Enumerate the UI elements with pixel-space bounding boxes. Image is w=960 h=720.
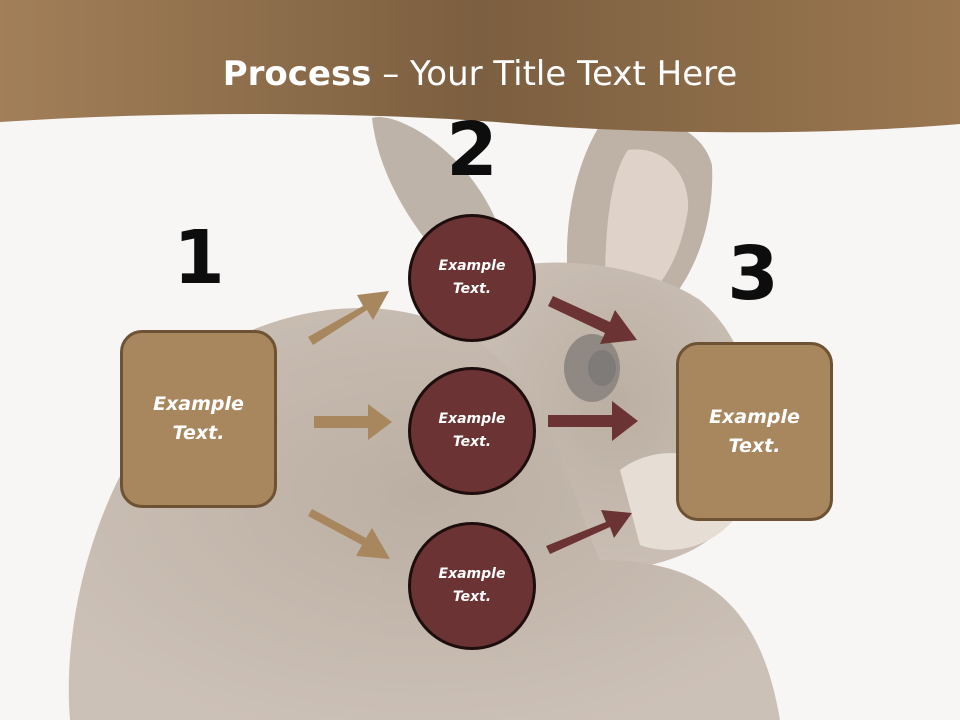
title-bold: Process: [222, 54, 372, 94]
step-2-circle-bottom: Example Text.: [408, 522, 536, 650]
step-1-number: 1: [173, 215, 225, 301]
title-rest: – Your Title Text Here: [371, 54, 738, 94]
arrow-middle-circle-to-3: [548, 401, 638, 441]
step-3-box: Example Text.: [676, 342, 833, 521]
step-1-text: Example Text.: [153, 393, 244, 444]
step-3-text: Example Text.: [709, 405, 800, 457]
step-2-circle-top: Example Text.: [408, 214, 536, 342]
arrow-to-middle-circle: [314, 404, 392, 440]
arrow-top-circle-to-3: [548, 296, 637, 344]
circle-bottom-text: Example Text.: [438, 566, 506, 605]
circle-middle-text: Example Text.: [438, 411, 506, 450]
step-2-circle-middle: Example Text.: [408, 367, 536, 495]
arrow-bottom-circle-to-3: [546, 510, 632, 554]
header-band: [0, 0, 960, 133]
step-2-number: 2: [446, 107, 498, 193]
circle-top-text: Example Text.: [438, 258, 506, 297]
step-3-number: 3: [727, 231, 779, 317]
step-1-box: Example Text.: [120, 330, 277, 508]
arrow-to-top-circle: [308, 291, 389, 345]
slide-title: Process – Your Title Text Here: [0, 52, 960, 96]
arrow-to-bottom-circle: [308, 509, 390, 559]
